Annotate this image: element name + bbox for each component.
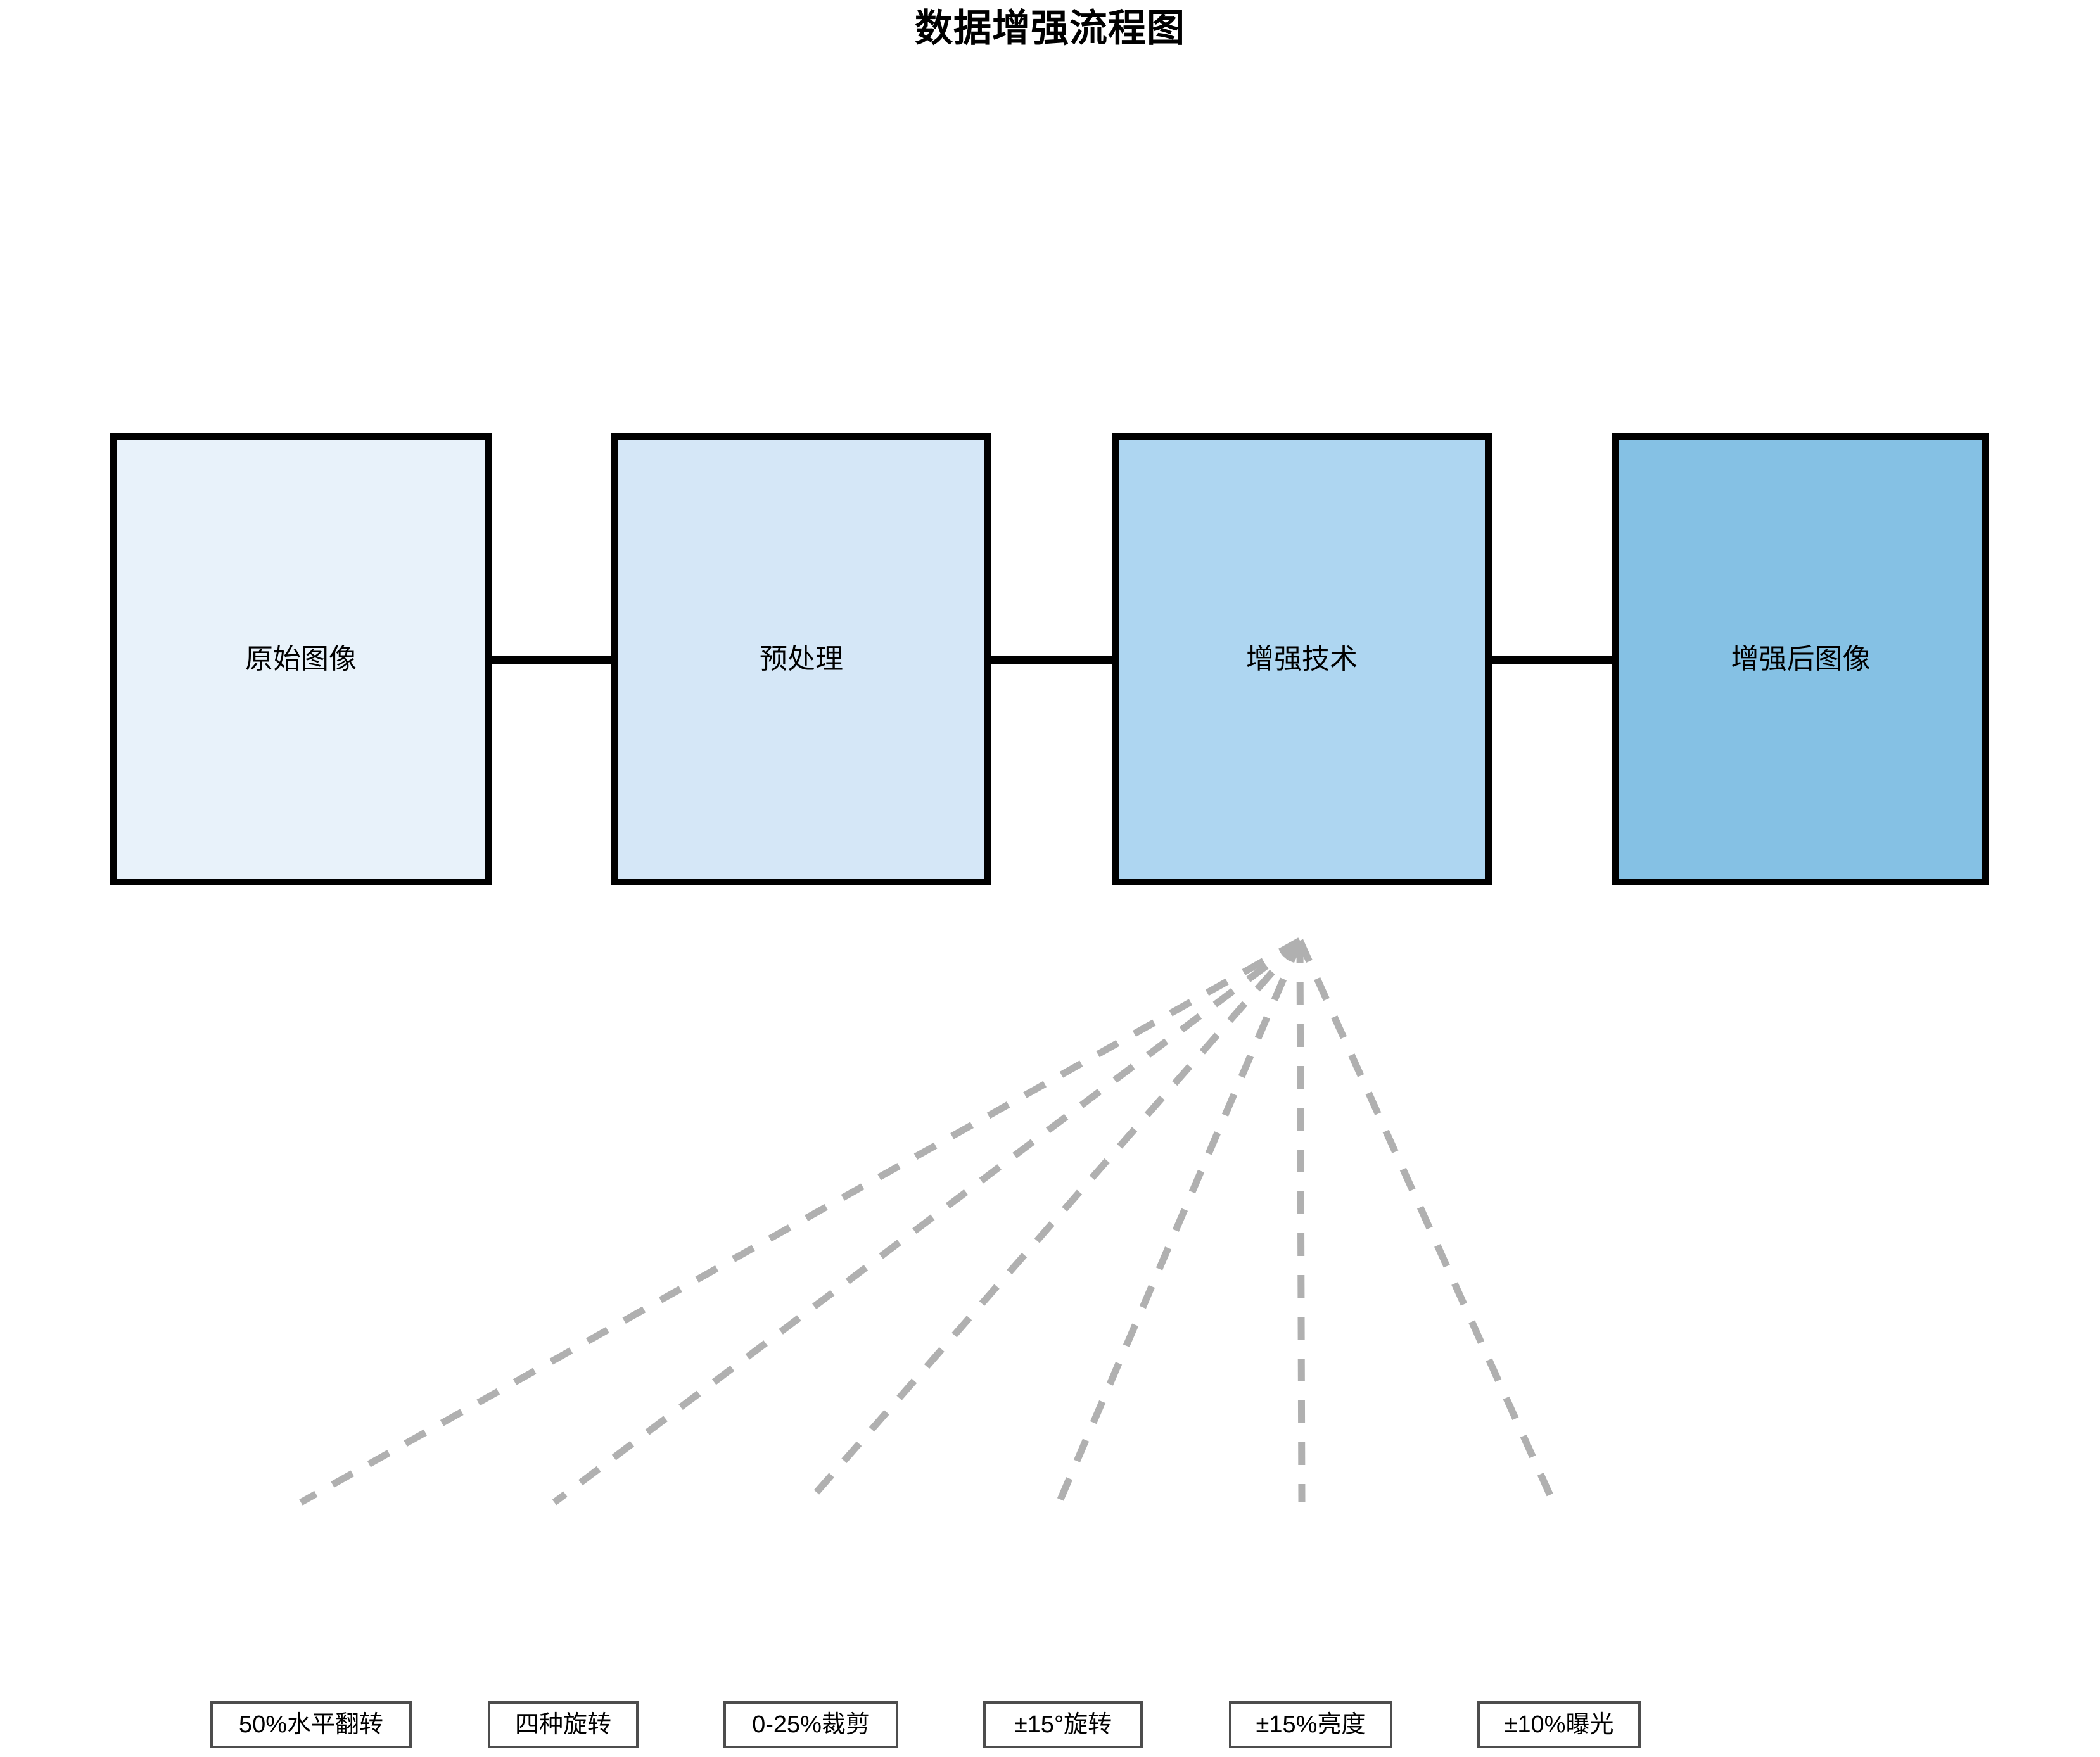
fan-line-4 — [1296, 940, 1306, 1503]
flow-box-augmented-image[interactable]: 增强后图像 — [1612, 433, 1989, 885]
flow-box-label: 预处理 — [760, 644, 843, 675]
technique-label-text: 50%水平翻转 — [238, 1711, 384, 1738]
technique-label-rotation-15[interactable]: ±15°旋转 — [983, 1701, 1143, 1748]
flow-box-label: 原始图像 — [245, 644, 357, 675]
connector-preprocess-to-techniques — [991, 656, 1112, 664]
technique-label-horizontal-flip[interactable]: 50%水平翻转 — [210, 1701, 412, 1748]
technique-label-text: ±15%亮度 — [1256, 1711, 1366, 1738]
technique-label-random-crop[interactable]: 0-25%裁剪 — [723, 1701, 898, 1748]
flow-box-original-image[interactable]: 原始图像 — [110, 433, 492, 885]
flow-box-label: 增强后图像 — [1731, 644, 1871, 675]
technique-label-text: ±15°旋转 — [1014, 1711, 1112, 1738]
technique-label-four-rotations[interactable]: 四种旋转 — [488, 1701, 639, 1748]
fan-line-0 — [299, 937, 1302, 1506]
fan-line-2 — [805, 938, 1303, 1505]
fan-line-5 — [1296, 939, 1557, 1504]
technique-label-brightness-15[interactable]: ±15%亮度 — [1229, 1701, 1392, 1748]
flow-box-preprocess[interactable]: 预处理 — [611, 433, 991, 885]
flow-box-augmentation-techniques[interactable]: 增强技术 — [1112, 433, 1492, 885]
technique-label-text: 四种旋转 — [514, 1711, 611, 1738]
connector-original-to-preprocess — [492, 656, 612, 664]
fan-line-3 — [1055, 939, 1304, 1504]
fan-line-1 — [552, 937, 1302, 1506]
technique-label-exposure-10[interactable]: ±10%曝光 — [1477, 1701, 1641, 1748]
page-title: 数据增强流程图 — [915, 7, 1185, 49]
flow-box-label: 增强技术 — [1246, 644, 1358, 675]
technique-label-text: ±10%曝光 — [1504, 1711, 1614, 1738]
connector-techniques-to-augmented — [1492, 656, 1612, 664]
technique-label-text: 0-25%裁剪 — [752, 1711, 870, 1738]
